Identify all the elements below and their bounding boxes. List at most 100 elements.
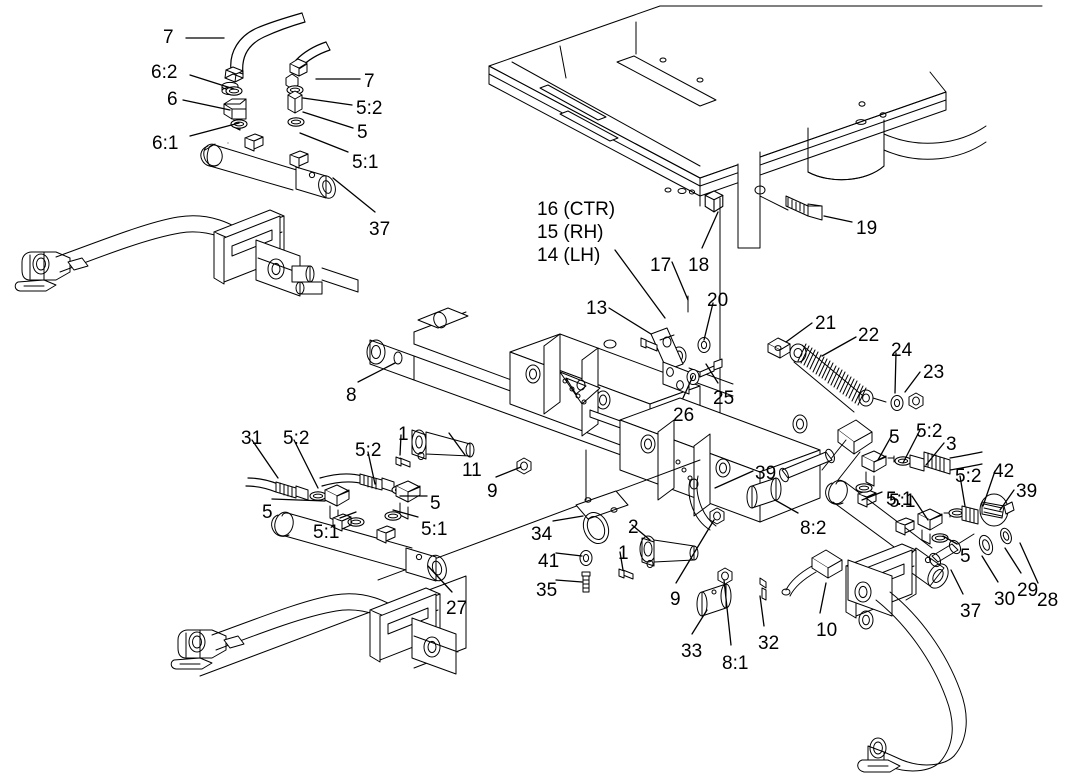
- leader-line-c20: [703, 302, 714, 341]
- callout-label-19: 19: [856, 218, 878, 239]
- leader-line-c42: [982, 470, 996, 507]
- callout-label-21: 21: [815, 313, 837, 334]
- leader-line-c23: [904, 371, 921, 393]
- leader-line-c24: [894, 352, 897, 394]
- callout-label-5: 5: [960, 546, 971, 567]
- callout-label-7: 7: [163, 27, 174, 48]
- leader-line-c31: [251, 439, 279, 479]
- callout-label-5-2: 5:2: [283, 428, 310, 449]
- leader-line-c51b: [861, 491, 883, 501]
- leader-line-c3: [925, 442, 945, 466]
- leader-line-c2: [631, 524, 651, 541]
- leader-line-c22: [821, 336, 857, 357]
- callout-label-3: 3: [946, 434, 957, 455]
- leader-line-c61: [189, 122, 240, 137]
- callout-label-1: 1: [618, 543, 629, 564]
- leader-line-c17: [671, 261, 689, 301]
- callout-label-5: 5: [357, 122, 368, 143]
- callout-label-25: 25: [713, 388, 735, 409]
- leader-line-c18: [701, 211, 719, 249]
- callout-label-35: 35: [536, 580, 558, 601]
- callout-label-37: 37: [960, 601, 982, 622]
- callout-label-13: 13: [586, 298, 608, 319]
- callout-label-39: 39: [1016, 481, 1038, 502]
- leader-line-c52d: [367, 451, 376, 485]
- callout-label-6-2: 6:2: [151, 62, 178, 83]
- callout-label-5: 5: [262, 502, 273, 523]
- leader-line-c11: [448, 432, 466, 456]
- deck-panel-assembly: [488, 5, 1043, 471]
- leader-line-c37a: [332, 177, 376, 213]
- callout-label-8-2: 8:2: [800, 518, 827, 539]
- callout-label-2: 2: [628, 517, 639, 538]
- leader-line-c51e: [911, 495, 929, 521]
- callout-label-5: 5: [889, 427, 900, 448]
- callout-label-16-ctr: 16 (CTR): [537, 199, 616, 220]
- callout-label-8: 8: [346, 385, 357, 406]
- callout-label-5-2: 5:2: [916, 421, 943, 442]
- leader-line-c8: [357, 362, 396, 383]
- callout-label-1: 1: [398, 424, 409, 445]
- lower-left-cylinder: [245, 473, 447, 582]
- callout-label-5-2: 5:2: [356, 98, 383, 119]
- callout-label-5-1: 5:1: [313, 522, 340, 543]
- leader-line-c14: [614, 249, 666, 319]
- callout-label-8-1: 8:1: [722, 653, 749, 674]
- callout-label-9: 9: [487, 481, 498, 502]
- leader-line-c34: [552, 515, 584, 522]
- leader-line-c82: [774, 499, 799, 514]
- leader-line-c41: [555, 552, 583, 557]
- callout-label-11: 11: [462, 460, 482, 481]
- callout-label-31: 31: [241, 428, 263, 449]
- leader-line-c26: [682, 375, 694, 399]
- leader-line-c37b: [950, 569, 964, 595]
- leader-line-c30: [981, 555, 999, 583]
- upper-left-cylinder-group: [200, 12, 336, 199]
- callout-label-6: 6: [167, 89, 178, 110]
- leader-line-c25: [705, 363, 719, 384]
- leader-line-c28: [1019, 542, 1039, 584]
- callout-label-5-2: 5:2: [355, 440, 382, 461]
- callout-label-23: 23: [923, 362, 945, 383]
- artwork-linework: [14, 5, 1043, 773]
- leader-line-c5a: [302, 111, 354, 129]
- callout-label-42: 42: [993, 461, 1015, 482]
- leader-line-c1a: [399, 434, 402, 456]
- leader-line-c33: [691, 609, 708, 635]
- leader-line-c9a: [495, 466, 522, 478]
- leader-line-c9b: [675, 519, 715, 584]
- callout-label-26: 26: [673, 405, 695, 426]
- callout-label-5-1: 5:1: [889, 491, 916, 512]
- callout-label-32: 32: [758, 633, 780, 654]
- callout-label-5-2: 5:2: [955, 466, 982, 487]
- callout-label-14-lh: 14 (LH): [537, 245, 601, 266]
- callout-label-5-1: 5:1: [421, 519, 448, 540]
- callout-label-33: 33: [681, 641, 703, 662]
- callout-label-18: 18: [688, 255, 710, 276]
- spring-assembly: [767, 337, 924, 481]
- callout-label-24: 24: [891, 340, 913, 361]
- callout-label-28: 28: [1037, 590, 1059, 611]
- leader-line-c27: [427, 565, 453, 593]
- callout-label-39: 39: [755, 463, 777, 484]
- leader-line-c5c: [271, 498, 326, 502]
- part-11-tube: [395, 429, 475, 468]
- callout-label-15-rh: 15 (RH): [537, 222, 604, 243]
- callout-label-5: 5: [430, 493, 441, 514]
- leader-line-c52b: [902, 429, 921, 464]
- callout-label-37: 37: [369, 219, 391, 240]
- leader-line-c5b: [877, 434, 893, 461]
- leader-line-c21: [785, 322, 813, 343]
- callout-label-5-1: 5:1: [886, 489, 913, 510]
- leader-line-c52e: [959, 475, 966, 507]
- callout-label-10: 10: [816, 620, 838, 641]
- lower-left-support-arm: [170, 587, 459, 675]
- leader-line-c32: [759, 595, 765, 627]
- leader-line-c10: [819, 582, 827, 614]
- leader-line-c39a: [714, 470, 754, 489]
- callout-label-7: 7: [364, 71, 375, 92]
- leader-line-c6: [182, 99, 231, 111]
- leader-line-c5e: [942, 535, 958, 545]
- leader-line-c81: [723, 579, 732, 646]
